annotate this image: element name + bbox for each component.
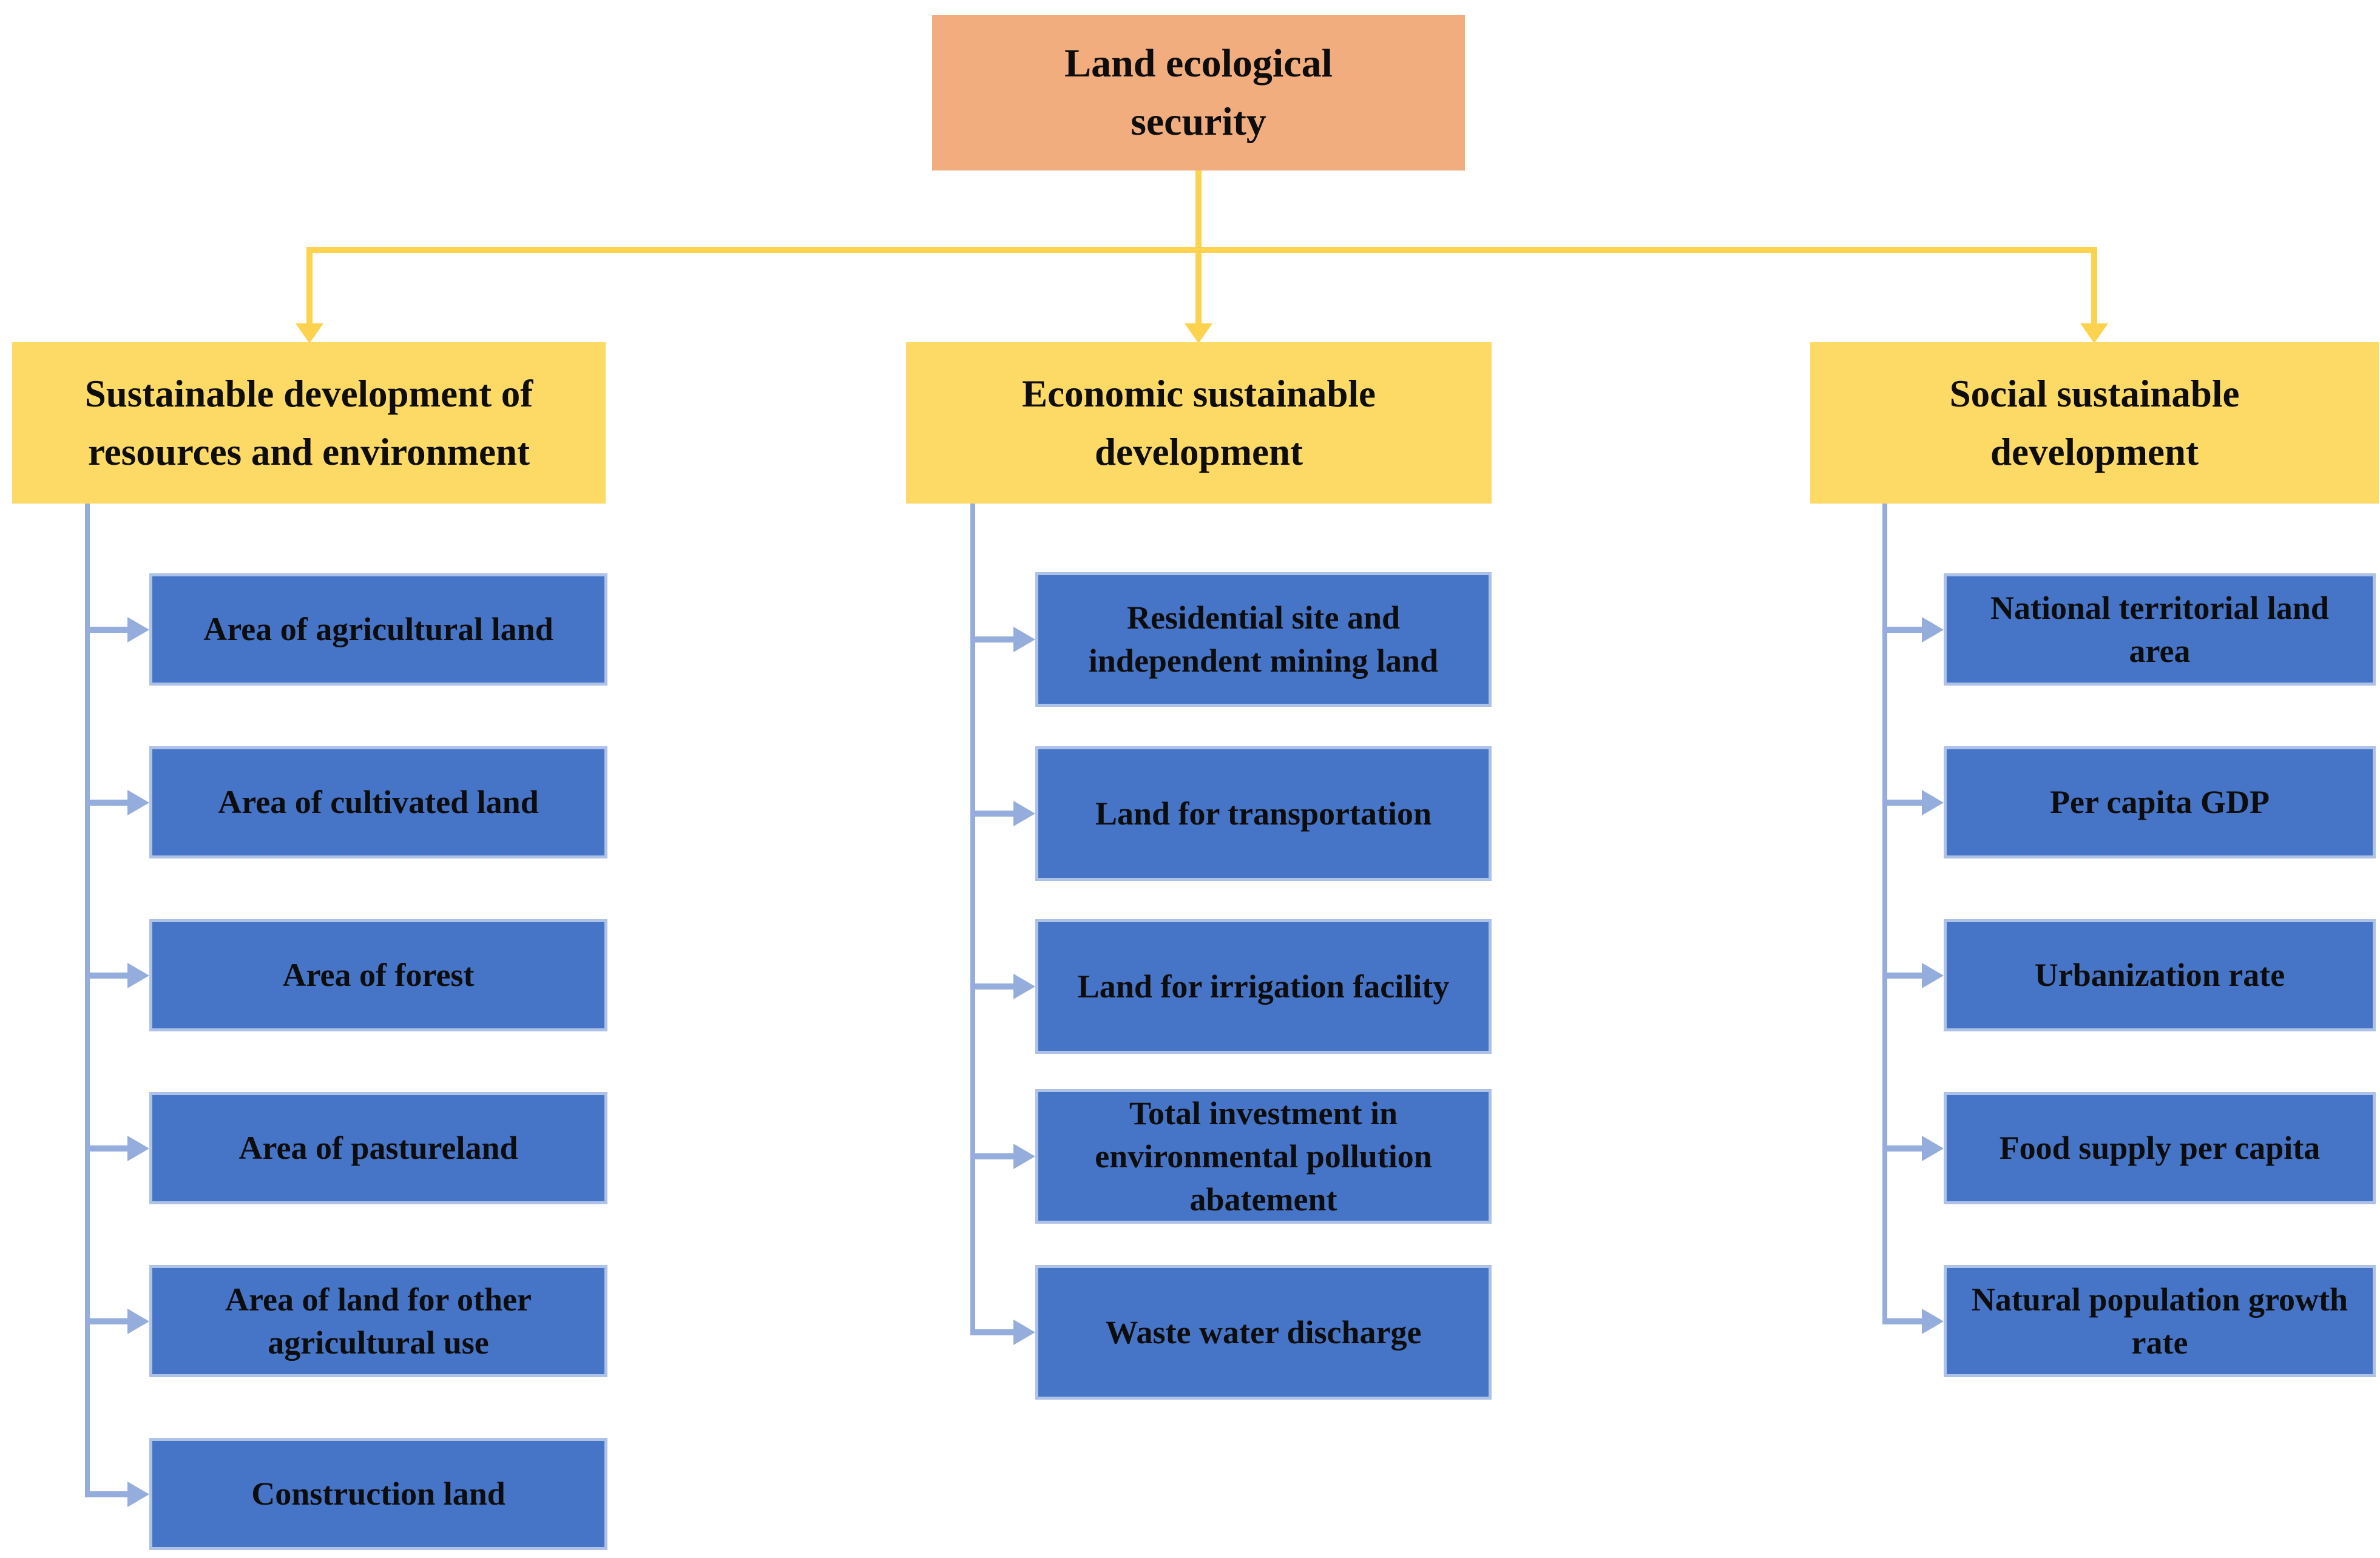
child-node: Area of cultivated land bbox=[149, 746, 607, 858]
arrow-down-icon bbox=[296, 323, 323, 343]
child-node: Land for transportation bbox=[1035, 746, 1492, 881]
item-arrow-shaft bbox=[970, 1153, 1018, 1159]
item-arrow-shaft bbox=[970, 636, 1018, 642]
arrow-right-icon bbox=[1922, 1308, 1944, 1334]
branch-drop-line bbox=[2091, 247, 2097, 328]
item-arrow-shaft bbox=[85, 1318, 132, 1324]
item-arrow-shaft bbox=[970, 1329, 1018, 1335]
child-node: National territorial land area bbox=[1944, 573, 2376, 686]
child-node: Area of land for other agricultural use bbox=[149, 1265, 607, 1377]
arrow-right-icon bbox=[1013, 801, 1035, 826]
arrow-right-icon bbox=[1013, 1144, 1035, 1169]
arrow-right-icon bbox=[127, 789, 149, 815]
item-arrow-shaft bbox=[1882, 972, 1927, 979]
item-arrow-shaft bbox=[85, 1491, 132, 1497]
child-node: Natural population growth rate bbox=[1944, 1265, 2376, 1377]
item-arrow-shaft bbox=[85, 799, 132, 806]
item-arrow-shaft bbox=[970, 811, 1018, 817]
branch-drop-line bbox=[306, 247, 313, 328]
child-node: Area of pastureland bbox=[149, 1092, 607, 1204]
item-arrow-shaft bbox=[1882, 626, 1927, 633]
root-node: Land ecological security bbox=[932, 15, 1465, 170]
arrow-right-icon bbox=[1013, 974, 1035, 999]
child-node: Food supply per capita bbox=[1944, 1092, 2376, 1204]
arrow-right-icon bbox=[127, 1135, 149, 1161]
arrow-right-icon bbox=[1013, 627, 1035, 652]
arrow-right-icon bbox=[127, 962, 149, 988]
arrow-down-icon bbox=[1185, 323, 1212, 343]
child-node: Per capita GDP bbox=[1944, 746, 2376, 858]
root-connector-stem bbox=[1195, 170, 1202, 253]
arrow-right-icon bbox=[127, 1481, 149, 1507]
child-node: Area of forest bbox=[149, 919, 607, 1031]
child-node: Waste water discharge bbox=[1035, 1265, 1492, 1400]
child-node: Land for irrigation facility bbox=[1035, 919, 1492, 1054]
branch-spine-line bbox=[85, 504, 90, 1497]
branch-header: Economic sustainable development bbox=[906, 342, 1492, 504]
item-arrow-shaft bbox=[85, 626, 132, 633]
branch-header: Sustainable development of resources and… bbox=[12, 342, 606, 504]
child-node: Area of agricultural land bbox=[149, 573, 607, 686]
branch-header: Social sustainable development bbox=[1810, 342, 2379, 504]
item-arrow-shaft bbox=[1882, 799, 1927, 806]
arrow-right-icon bbox=[1013, 1320, 1035, 1345]
item-arrow-shaft bbox=[970, 983, 1018, 990]
arrow-right-icon bbox=[127, 1308, 149, 1334]
item-arrow-shaft bbox=[85, 1145, 132, 1152]
arrow-right-icon bbox=[1922, 616, 1944, 642]
branch-spine-line bbox=[1882, 504, 1887, 1324]
child-node: Construction land bbox=[149, 1438, 607, 1550]
item-arrow-shaft bbox=[85, 972, 132, 979]
root-connector-crossbar bbox=[309, 247, 2094, 253]
branch-spine-line bbox=[970, 504, 975, 1335]
arrow-right-icon bbox=[1922, 962, 1944, 988]
arrow-down-icon bbox=[2080, 323, 2108, 343]
item-arrow-shaft bbox=[1882, 1318, 1927, 1324]
child-node: Residential site and independent mining … bbox=[1035, 572, 1492, 707]
arrow-right-icon bbox=[1922, 1135, 1944, 1161]
item-arrow-shaft bbox=[1882, 1145, 1927, 1152]
branch-drop-line bbox=[1195, 247, 1202, 328]
arrow-right-icon bbox=[127, 616, 149, 642]
arrow-right-icon bbox=[1922, 789, 1944, 815]
child-node: Urbanization rate bbox=[1944, 919, 2376, 1031]
child-node: Total investment in environmental pollut… bbox=[1035, 1089, 1492, 1224]
